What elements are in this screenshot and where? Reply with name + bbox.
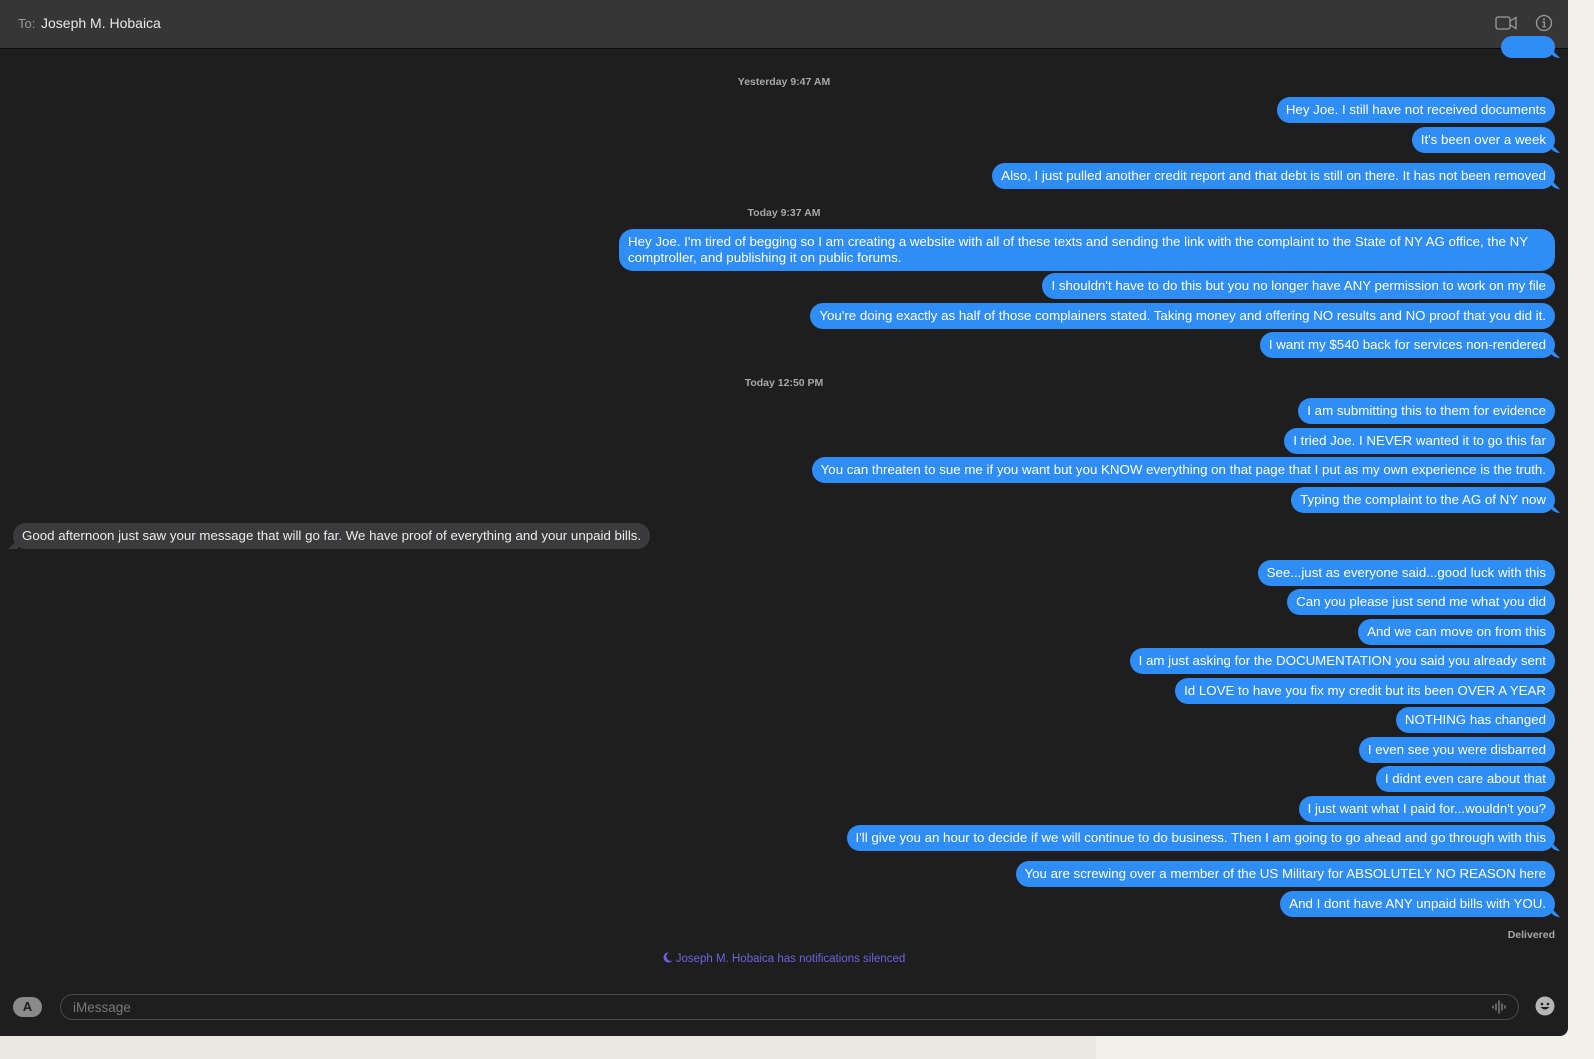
sent-message-bubble[interactable]: I tried Joe. I NEVER wanted it to go thi… — [1284, 428, 1555, 454]
sent-message-bubble[interactable]: Hey Joe. I'm tired of begging so I am cr… — [619, 229, 1555, 271]
conversation-header: To: Joseph M. Hobaica — [0, 0, 1568, 49]
sent-message-bubble[interactable]: Hey Joe. I still have not received docum… — [1276, 97, 1555, 123]
sent-message-bubble[interactable] — [1501, 36, 1555, 58]
sent-message-bubble[interactable]: I just want what I paid for...wouldn't y… — [1298, 796, 1555, 822]
moon-icon — [663, 952, 673, 963]
sent-message-bubble[interactable]: And we can move on from this — [1358, 619, 1555, 645]
sent-message-bubble[interactable]: Also, I just pulled another credit repor… — [992, 163, 1555, 189]
sent-message-bubble[interactable]: NOTHING has changed — [1395, 707, 1555, 733]
to-label: To: — [18, 16, 36, 31]
timestamp: Yesterday 9:47 AM — [737, 76, 831, 88]
sent-message-bubble[interactable]: See...just as everyone said...good luck … — [1257, 560, 1555, 586]
sent-message-bubble[interactable]: You can threaten to sue me if you want b… — [811, 457, 1555, 483]
notifications-silenced-notice: Joseph M. Hobaica has notifications sile… — [0, 952, 1568, 965]
message-transcript[interactable]: Yesterday 9:47 AM Today 9:37 AM Today 12:5… — [0, 36, 1568, 989]
messages-window: To: Joseph M. Hobaica Yesterday 9:47 AM T… — [0, 0, 1568, 1036]
desktop-background — [0, 1036, 1096, 1059]
sent-message-bubble[interactable]: Can you please just send me what you did — [1287, 589, 1555, 615]
sent-message-bubble[interactable]: I am submitting this to them for evidenc… — [1298, 398, 1555, 424]
sent-message-bubble[interactable]: I'll give you an hour to decide if we wi… — [846, 825, 1555, 851]
waveform-icon[interactable] — [1491, 1000, 1507, 1014]
sent-message-bubble[interactable]: I am just asking for the DOCUMENTATION y… — [1129, 648, 1555, 674]
sent-message-bubble[interactable]: I want my $540 back for services non-ren… — [1259, 332, 1555, 358]
sent-message-bubble[interactable]: And I dont have ANY unpaid bills with YO… — [1280, 891, 1555, 917]
message-input[interactable] — [60, 994, 1519, 1020]
app-store-icon: A — [22, 999, 33, 1014]
video-camera-icon[interactable] — [1495, 15, 1517, 31]
sent-message-bubble[interactable]: You're doing exactly as half of those co… — [810, 303, 1555, 329]
delivered-status: Delivered — [1507, 929, 1555, 941]
received-message-bubble[interactable]: Good afternoon just saw your message tha… — [13, 523, 651, 549]
silenced-text: Joseph M. Hobaica has notifications sile… — [675, 953, 906, 965]
sent-message-bubble[interactable]: Id LOVE to have you fix my credit but it… — [1175, 678, 1555, 704]
sent-message-bubble[interactable]: I didnt even care about that — [1375, 766, 1555, 792]
timestamp: Today 12:50 PM — [744, 377, 824, 389]
composer: A — [0, 990, 1568, 1030]
timestamp: Today 9:37 AM — [747, 207, 821, 219]
app-store-button[interactable]: A — [13, 997, 42, 1017]
sent-message-bubble[interactable]: You are screwing over a member of the US… — [1015, 861, 1555, 887]
info-icon[interactable] — [1535, 14, 1553, 32]
sent-message-bubble[interactable]: I shouldn't have to do this but you no l… — [1042, 273, 1555, 299]
recipient-name[interactable]: Joseph M. Hobaica — [41, 15, 161, 31]
sent-message-bubble[interactable]: It's been over a week — [1411, 127, 1555, 153]
emoji-icon[interactable] — [1535, 996, 1555, 1016]
sent-message-bubble[interactable]: I even see you were disbarred — [1358, 737, 1555, 763]
sent-message-bubble[interactable]: Typing the complaint to the AG of NY now — [1291, 487, 1555, 513]
